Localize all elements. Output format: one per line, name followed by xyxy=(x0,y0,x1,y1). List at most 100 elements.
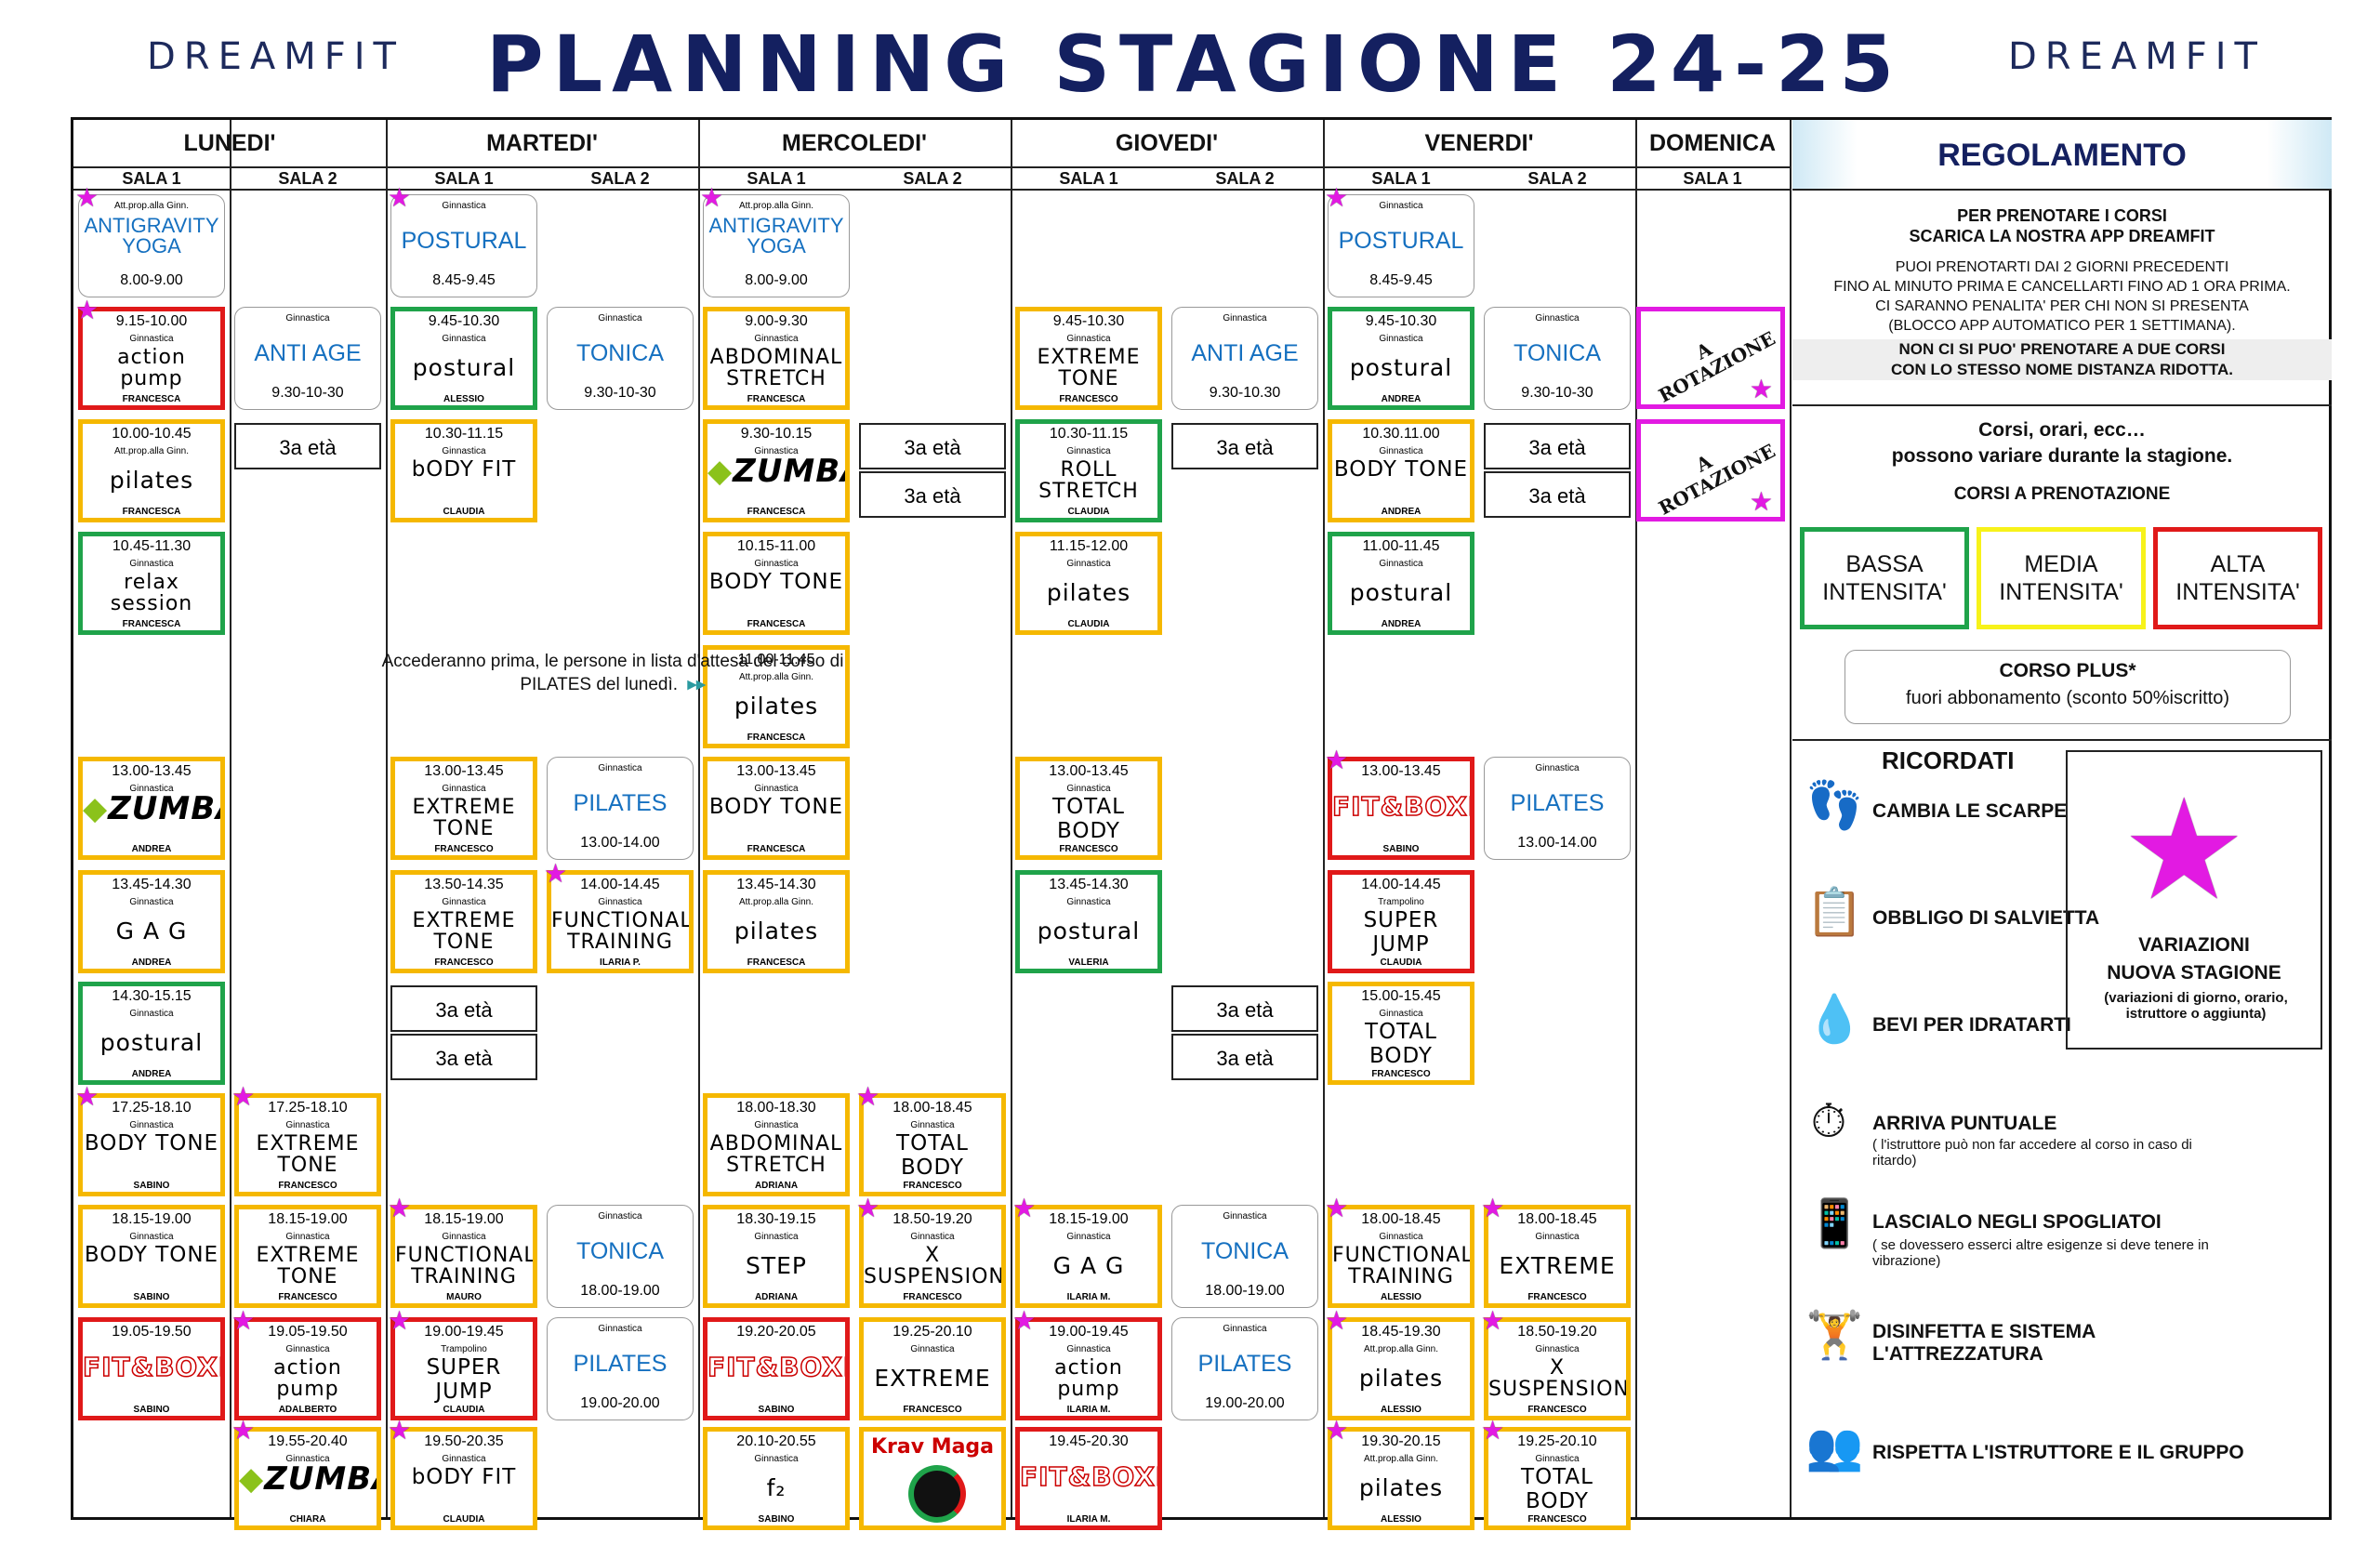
class-name: pilates xyxy=(734,693,819,720)
rule-line: PER PRENOTARE I CORSI xyxy=(1957,206,2167,225)
star-icon: ★ xyxy=(1325,183,1349,212)
class-time: 11.00-11.45 xyxy=(737,652,815,667)
room-header: SALA 2 xyxy=(854,168,1011,191)
class-category: Ginnastica xyxy=(129,559,174,569)
star-icon: ★ xyxy=(856,1194,880,1222)
class-time: 13.00-13.45 xyxy=(736,763,816,779)
class-category: Ginnastica xyxy=(285,1344,330,1354)
day-header: MARTEDI' xyxy=(386,120,698,168)
corso-plus-desc: fuori abbonamento (sconto 50%iscritto) xyxy=(1906,688,2229,708)
class-name: TOTAL BODY xyxy=(896,1131,969,1180)
reminder-text: LASCIALO NEGLI SPOGLIATOI xyxy=(1872,1211,2162,1233)
class-time: 9.00-9.30 xyxy=(745,313,808,329)
terza-eta-label: 3a età xyxy=(1528,484,1586,508)
class-name: TONICA xyxy=(576,340,664,366)
class-name: ANTI AGE xyxy=(254,340,362,366)
class-time: 17.25-18.10 xyxy=(268,1100,348,1116)
star-icon: ★ xyxy=(75,1082,99,1111)
instructor-name: FRANCESCA xyxy=(747,507,806,517)
instructor-name: SABINO xyxy=(133,1405,170,1415)
class-name: POSTURAL xyxy=(401,228,527,254)
class-time: 10.45-11.30 xyxy=(112,538,192,554)
class-name: BODY TONE xyxy=(708,570,844,594)
class-time: 18.15-19.00 xyxy=(424,1211,504,1227)
instructor-name: CLAUDIA xyxy=(443,507,485,517)
class-name: postural xyxy=(1037,918,1141,944)
column-divider xyxy=(1790,120,1792,1517)
class-name: f₂ xyxy=(766,1474,787,1501)
arrow-right-icon: ▸▸ xyxy=(682,675,706,694)
class-time: 11.15-12.00 xyxy=(1049,538,1129,554)
class-category: Ginnastica xyxy=(1066,784,1111,794)
class-category: Ginnastica xyxy=(442,784,486,794)
class-name: pilates xyxy=(1358,1474,1444,1501)
class-name: POSTURAL xyxy=(1338,228,1464,254)
variations-desc: (variazioni di giorno, orario, istruttor… xyxy=(2104,990,2288,1022)
instructor-name: ALESSIO xyxy=(1381,1514,1421,1525)
class-category: Ginnastica xyxy=(442,1454,486,1464)
class-category: Ginnastica xyxy=(910,1120,955,1130)
class-name: EXTREME TONE xyxy=(256,1132,360,1177)
waitlist-note-text: Accederanno prima, le persone in lista d… xyxy=(381,652,844,694)
reminder-towel: 📋 OBBLIGO DI SALVIETTA xyxy=(1805,885,2224,950)
corso-plus-box: CORSO PLUS* fuori abbonamento (sconto 50… xyxy=(1844,650,2291,724)
instructor-name: CLAUDIA xyxy=(443,1405,485,1415)
instructor-name: FRANCESCO xyxy=(1527,1405,1587,1415)
class-category: Ginnastica xyxy=(1066,1232,1111,1242)
intensity-legend: BASSA INTENSITA' MEDIA INTENSITA' ALTA I… xyxy=(1800,527,2325,629)
reminder-subtext: ( l'istruttore può non far accedere al c… xyxy=(1872,1137,2192,1169)
star-icon: ★ xyxy=(1481,1416,1505,1445)
day-header: LUNEDI' xyxy=(73,120,386,168)
class-time: 19.55-20.40 xyxy=(268,1433,348,1449)
class-category: Trampolino xyxy=(441,1344,487,1354)
class-time: 10.00-10.45 xyxy=(112,426,192,442)
water-drop-icon: 💧 xyxy=(1805,993,1864,1045)
brand-logo-right: DREAMFIT xyxy=(2008,35,2266,78)
class-name: BODY TONE xyxy=(84,1243,219,1267)
terza-eta-box: 3a età xyxy=(1484,471,1631,518)
star-icon: ★ xyxy=(388,1306,412,1335)
rule-line: FINO AL MINUTO PRIMA E CANCELLARTI FINO … xyxy=(1833,279,2291,295)
terza-eta-label: 3a età xyxy=(1216,436,1274,459)
class-name: postural xyxy=(1349,354,1453,381)
class-category: Ginnastica xyxy=(754,1232,799,1242)
room-header: SALA 1 xyxy=(1323,168,1479,191)
star-icon: ★ xyxy=(231,1416,256,1445)
instructor-name: FRANCESCA xyxy=(122,619,181,629)
stopwatch-icon: ⏱ xyxy=(1810,1095,1847,1147)
class-time: 8.45-9.45 xyxy=(432,272,496,288)
class-name: BODY TONE xyxy=(1333,457,1469,482)
star-icon: ★ xyxy=(1481,1306,1505,1335)
class-time: 9.15-10.00 xyxy=(115,313,188,329)
class-name: G A G xyxy=(1052,1252,1125,1279)
course-info: Corsi, orari, ecc… possono variare duran… xyxy=(1792,406,2332,741)
class-category: Att.prop.alla Ginn. xyxy=(738,672,814,682)
class-category: Ginnastica xyxy=(754,559,799,569)
instructor-name: FRANCESCO xyxy=(278,1181,337,1191)
instructor-name: FRANCESCO xyxy=(903,1292,962,1302)
class-name: ANTIGRAVITY YOGA xyxy=(84,214,219,258)
class-category: Ginnastica xyxy=(754,1120,799,1130)
legend-low: BASSA INTENSITA' xyxy=(1800,527,1969,629)
terza-eta-label: 3a età xyxy=(1216,998,1274,1022)
class-time: 13.00-13.45 xyxy=(112,763,192,779)
class-category: Ginnastica xyxy=(598,1324,642,1334)
class-time: 9.45-10.30 xyxy=(1365,313,1437,329)
regolamento-title: REGOLAMENTO xyxy=(1937,138,2187,173)
class-name: EXTREME TONE xyxy=(412,909,516,954)
